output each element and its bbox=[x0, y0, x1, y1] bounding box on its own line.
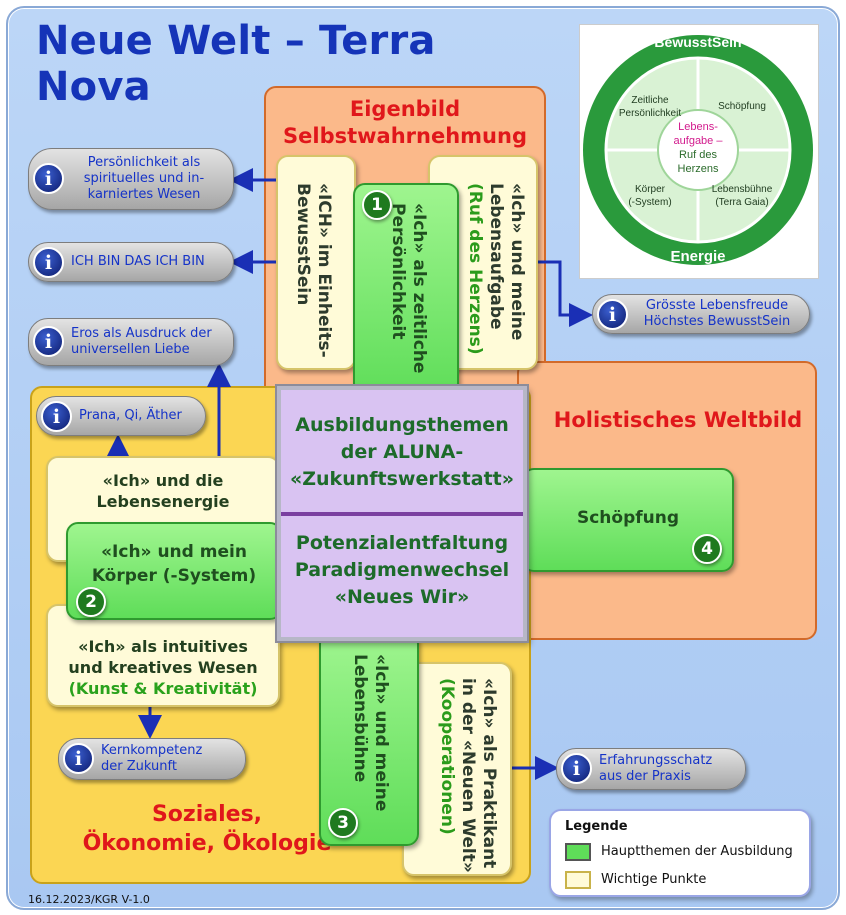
center-divider bbox=[281, 512, 523, 516]
card-koerper-line2: Körper (-System) bbox=[91, 566, 257, 586]
center-upper-2: der ALUNA- bbox=[340, 441, 464, 463]
wheel-center-4: Herzens bbox=[678, 163, 719, 175]
info-ich-bin[interactable]: i ICH BIN DAS ICH BIN bbox=[28, 242, 234, 282]
self-perception-title-2: Selbstwahrnehmung bbox=[283, 124, 527, 148]
wheel-center-3: Ruf des bbox=[679, 149, 717, 161]
wheel-tr: Schöpfung bbox=[718, 101, 766, 112]
badge-2: 2 bbox=[76, 587, 106, 617]
card-einheit-line1: «ICH» im Einheits- bbox=[314, 183, 334, 358]
info-eros-line2: universellen Liebe bbox=[71, 342, 190, 357]
card-lebensbuehne-line1: «Ich» und meine bbox=[371, 654, 391, 812]
info-prana-label: Prana, Qi, Äther bbox=[79, 408, 182, 423]
card-einheit-line2: BewusstSein bbox=[293, 183, 313, 306]
legend-main-topics: Hauptthemen der Ausbildung bbox=[601, 844, 793, 859]
center-lower-1: Potenzialentfaltung bbox=[295, 532, 509, 554]
card-zeitlich-line1: «Ich» als zeitliche bbox=[409, 203, 429, 374]
info-persoenlichkeit-line3: karniertes Wesen bbox=[87, 187, 201, 202]
wheel-bl-2: (-System) bbox=[628, 197, 671, 208]
card-koerper-line1: «Ich» und mein bbox=[101, 542, 247, 562]
info-icon: i bbox=[63, 743, 94, 774]
center-lower-2: Paradigmenwechsel bbox=[294, 559, 510, 581]
info-kernkompetenz-line2: der Zukunft bbox=[101, 759, 177, 774]
legend-swatch-green bbox=[565, 843, 591, 861]
card-lebensaufgabe-line1: «Ich» und meine bbox=[507, 183, 527, 341]
card-lebensaufgabe-sub: (Ruf des Herzens) bbox=[465, 183, 485, 355]
card-lebensaufgabe-line2: Lebensaufgabe bbox=[486, 183, 506, 330]
badge-3: 3 bbox=[328, 808, 358, 838]
self-perception-title-1: Eigenbild bbox=[349, 97, 461, 121]
info-ich-bin-label: ICH BIN DAS ICH BIN bbox=[71, 254, 205, 269]
legend-swatch-cream bbox=[565, 871, 591, 889]
social-title-1: Soziales, bbox=[151, 802, 263, 827]
info-persoenlichkeit-line1: Persönlichkeit als bbox=[87, 155, 201, 170]
legend-important: Wichtige Punkte bbox=[601, 872, 707, 887]
info-lebensfreude-line1: Grösste Lebensfreude bbox=[645, 298, 789, 313]
card-lebensenergie-line1: «Ich» und die bbox=[102, 471, 224, 490]
card-intuitiv-line1: «Ich» als intuitives bbox=[78, 637, 248, 656]
wheel-center-2: aufgabe – bbox=[674, 135, 724, 147]
legend-title: Legende bbox=[565, 819, 628, 834]
card-intuitives-wesen: «Ich» als intuitives und kreatives Wesen… bbox=[46, 604, 280, 707]
info-prana[interactable]: i Prana, Qi, Äther bbox=[36, 396, 206, 436]
card-intuitiv-line2: und kreatives Wesen bbox=[68, 658, 258, 677]
card-praktikant-line1: «Ich» als Praktikant bbox=[479, 678, 499, 869]
card-praktikant-sub: (Kooperationen) bbox=[437, 678, 457, 835]
page-title: Neue Welt – Terra Nova bbox=[36, 18, 436, 110]
info-icon: i bbox=[33, 247, 64, 278]
badge-1: 1 bbox=[362, 190, 392, 220]
info-erfahrung-line1: Erfahrungsschatz bbox=[599, 753, 713, 768]
info-kernkompetenz-line1: Kernkompetenz bbox=[101, 743, 203, 758]
legend: Legende Hauptthemen der Ausbildung Wicht… bbox=[549, 809, 811, 897]
energy-wheel-svg: BewusstSein Energie Zeitliche Persönlich… bbox=[583, 34, 813, 265]
info-icon: i bbox=[561, 753, 592, 784]
wheel-bl-1: Körper bbox=[635, 184, 666, 195]
card-praktikant-line2: in der «Neuen Welt» bbox=[458, 678, 478, 873]
info-icon: i bbox=[41, 401, 72, 432]
info-erfahrungsschatz[interactable]: i Erfahrungsschatz aus der Praxis bbox=[556, 748, 746, 790]
wheel-center-1: Lebens- bbox=[678, 121, 718, 133]
card-lebensenergie-line2: Lebensenergie bbox=[96, 492, 230, 511]
info-lebensfreude-line2: Höchstes BewusstSein bbox=[643, 314, 791, 329]
wheel-tl-2: Persönlichkeit bbox=[619, 108, 681, 119]
wheel-top-label: BewusstSein bbox=[654, 34, 741, 50]
wheel-bottom-label: Energie bbox=[670, 248, 725, 265]
wheel-br-2: (Terra Gaia) bbox=[715, 197, 768, 208]
info-erfahrung-line2: aus der Praxis bbox=[599, 769, 691, 784]
card-intuitiv-sub: (Kunst & Kreativität) bbox=[68, 679, 258, 698]
center-topics-box: Ausbildungsthemen der ALUNA- «Zukunftswe… bbox=[277, 386, 527, 641]
info-persoenlichkeit[interactable]: i Persönlichkeit als spirituelles und in… bbox=[28, 148, 234, 210]
info-kernkompetenz[interactable]: i Kernkompetenz der Zukunft bbox=[58, 738, 246, 780]
info-eros[interactable]: i Eros als Ausdruck der universellen Lie… bbox=[28, 318, 234, 366]
center-upper-3: «Zukunftswerkstatt» bbox=[289, 468, 515, 490]
info-icon: i bbox=[597, 299, 628, 330]
card-einheitsbewusstsein: «ICH» im Einheits- BewusstSein bbox=[276, 155, 356, 370]
card-schoepfung-label: Schöpfung bbox=[576, 508, 680, 528]
center-lower-3: «Neues Wir» bbox=[334, 586, 470, 608]
center-upper-1: Ausbildungsthemen bbox=[295, 414, 509, 436]
holistic-title: Holistisches Weltbild bbox=[553, 408, 803, 432]
wheel-tl-1: Zeitliche bbox=[631, 95, 669, 106]
badge-4: 4 bbox=[692, 534, 722, 564]
footer-version: 16.12.2023/KGR V-1.0 bbox=[28, 893, 150, 906]
info-icon: i bbox=[33, 163, 64, 194]
card-lebensbuehne-line2: Lebensbühne bbox=[350, 654, 370, 783]
info-persoenlichkeit-line2: spirituelles und in- bbox=[83, 171, 205, 186]
info-icon: i bbox=[33, 326, 64, 357]
info-lebensfreude[interactable]: i Grösste Lebensfreude Höchstes BewusstS… bbox=[592, 294, 810, 334]
info-eros-line1: Eros als Ausdruck der bbox=[71, 326, 212, 341]
wheel-br-1: Lebensbühne bbox=[712, 184, 773, 195]
social-title-2: Ökonomie, Ökologie bbox=[82, 831, 332, 856]
energy-wheel: BewusstSein Energie Zeitliche Persönlich… bbox=[579, 24, 819, 279]
card-zeitlich-line2: Persönlichkeit bbox=[388, 203, 408, 340]
card-praktikant: «Ich» als Praktikant in der «Neuen Welt»… bbox=[402, 662, 512, 876]
